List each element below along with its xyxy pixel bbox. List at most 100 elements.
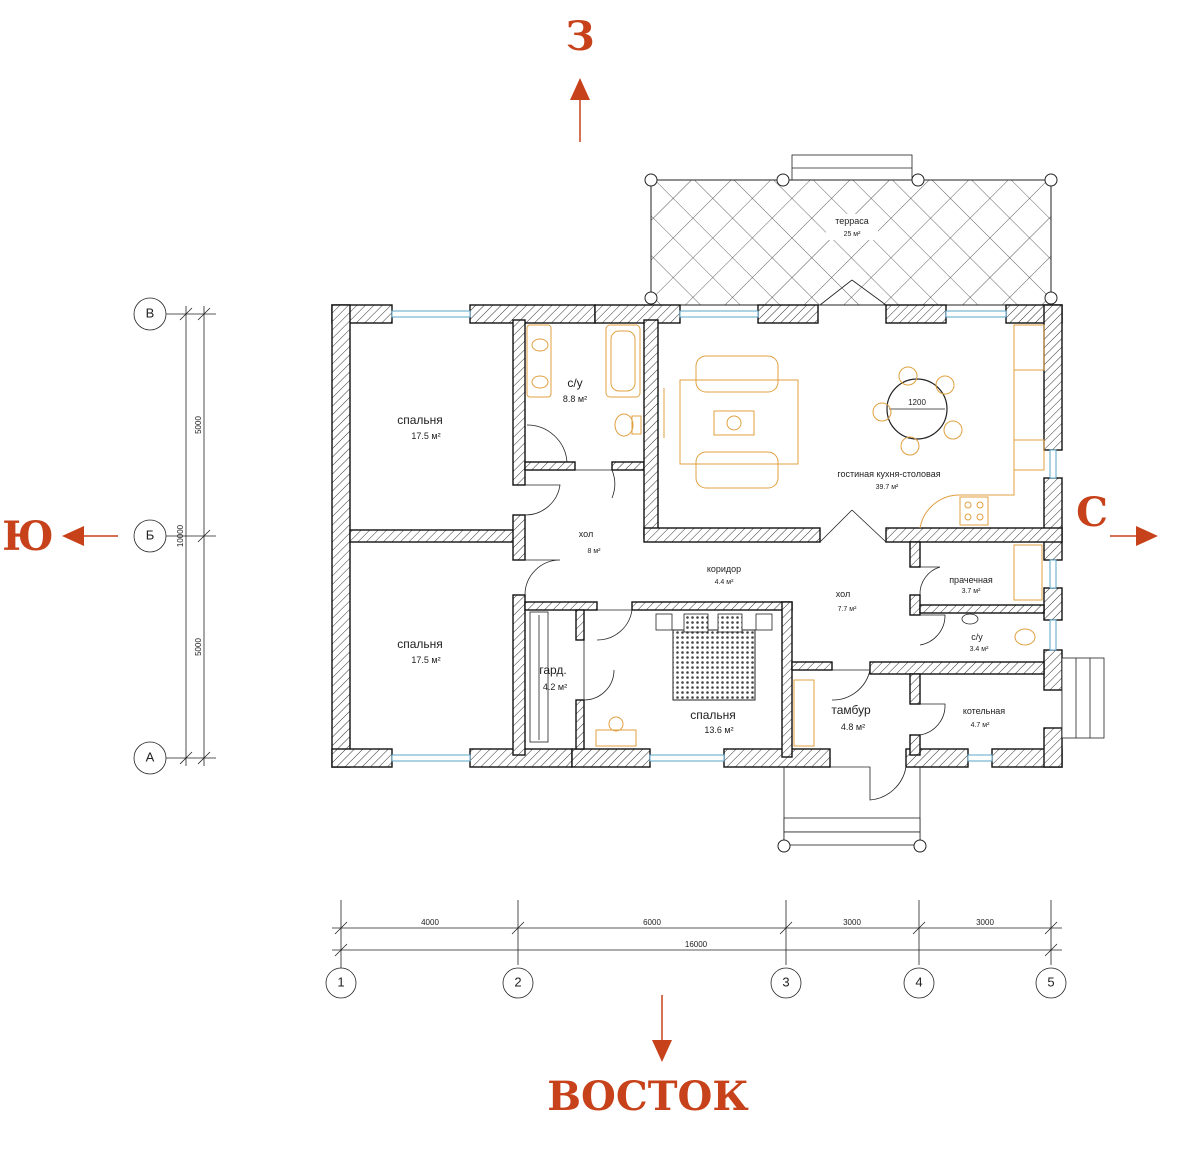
room-wardrobe-name: гард. — [539, 663, 567, 677]
bed-icon — [672, 629, 756, 701]
west-label: Ю — [2, 513, 53, 560]
east-arrow-icon — [1136, 526, 1158, 546]
room-bathroom-main-area: 8.8 м² — [563, 394, 587, 404]
terrace: терраса 25 м² — [644, 154, 1058, 306]
dim-v-lower: 5000 — [194, 638, 203, 656]
nightstand-icon — [655, 613, 673, 631]
room-vestibule-area: 4.8 м² — [841, 722, 865, 732]
window — [391, 310, 471, 318]
sofa-icon — [695, 451, 779, 489]
row-axes: В Б А — [133, 297, 167, 775]
fridge-icon — [1013, 324, 1045, 371]
sink-icon — [531, 338, 549, 352]
room-bedroom-master-area: 13.6 м² — [704, 725, 733, 735]
room-living-name: гостиная кухня-столовая — [837, 469, 940, 479]
chair-icon — [943, 420, 963, 440]
axis-label-B: Б — [146, 527, 155, 542]
toilet-icon — [1014, 628, 1036, 646]
east-label: С — [1076, 489, 1108, 536]
terrace-name: терраса — [835, 216, 869, 226]
dim-4-5: 3000 — [976, 918, 994, 927]
room-living-area: 39.7 м² — [876, 484, 899, 491]
door — [583, 640, 615, 701]
door — [919, 566, 941, 596]
sofa-icon — [695, 355, 779, 393]
window — [1049, 559, 1057, 589]
terrace-post — [1044, 173, 1058, 187]
axis-marker — [1035, 967, 1067, 999]
axis-label-A: А — [146, 749, 155, 764]
interior-walls — [349, 319, 1063, 758]
desk-icon — [595, 729, 637, 747]
room-hall-east-name: хол — [836, 589, 850, 599]
axis-marker — [133, 741, 167, 775]
room-hall-east-area: 7.7 м² — [838, 606, 857, 613]
room-laundry-name: прачечная — [949, 575, 993, 585]
direction-west: Ю — [2, 513, 118, 560]
direction-north: З — [566, 13, 594, 142]
room-corridor-area: 4.4 м² — [715, 579, 734, 586]
column-axes: 1 2 3 4 5 — [325, 965, 1067, 999]
dim-v-upper: 5000 — [194, 416, 203, 434]
closet-rail — [529, 611, 549, 743]
terrace-deck — [650, 179, 1052, 306]
terrace-post — [776, 173, 790, 187]
pillow-icon — [717, 613, 743, 633]
chair-icon — [872, 402, 892, 422]
terrace-area: 25 м² — [844, 231, 862, 238]
room-bathroom-main-name: с/у — [567, 376, 582, 390]
bathtub-icon — [605, 324, 641, 398]
room-bedroom-sw-name: спальня — [397, 637, 443, 651]
table-diameter: 1200 — [908, 398, 926, 407]
room-bedroom-nw-name: спальня — [397, 413, 443, 427]
side-steps — [1061, 657, 1105, 739]
dim-total-horizontal: 16000 — [685, 940, 708, 949]
room-labels: спальня 17.5 м² спальня 17.5 м² с/у 8.8 … — [397, 376, 1005, 735]
room-bathroom-small-area: 3.4 м² — [970, 646, 989, 653]
direction-east: С — [1076, 489, 1158, 546]
axis-marker — [133, 297, 167, 331]
sink-icon — [961, 613, 979, 625]
room-hall-west-area: 8 м² — [588, 548, 602, 555]
terrace-post — [1044, 291, 1058, 305]
room-bathroom-small-name: с/у — [971, 632, 983, 642]
rug — [679, 379, 799, 465]
south-label: ВОСТОК — [547, 1073, 748, 1120]
porch-post — [913, 839, 927, 853]
window — [967, 754, 993, 762]
room-boiler-name: котельная — [963, 706, 1005, 716]
axis-label-4: 4 — [915, 974, 922, 989]
doors — [524, 279, 1087, 801]
window — [679, 310, 759, 318]
dim-1-2: 4000 — [421, 918, 439, 927]
north-arrow-icon — [570, 78, 590, 100]
axis-marker — [770, 967, 802, 999]
window — [1049, 449, 1057, 479]
door — [524, 559, 561, 596]
chair-icon — [898, 366, 918, 386]
shower-icon — [526, 424, 568, 463]
pillow-icon — [683, 613, 709, 633]
entrance-porch — [777, 657, 1105, 853]
kitchen-sink-icon — [1013, 439, 1045, 471]
dim-v-total: 10000 — [176, 524, 185, 547]
room-bedroom-sw-area: 17.5 м² — [411, 655, 440, 665]
window — [1049, 619, 1057, 651]
vanity-counter — [526, 324, 552, 398]
terrace-post — [644, 291, 658, 305]
nightstand-icon — [755, 613, 773, 631]
window — [649, 754, 725, 762]
vertical-dimensions: 5000 5000 10000 — [166, 306, 216, 766]
shoe-rack-icon — [793, 679, 815, 747]
washing-machine-icon — [1013, 544, 1043, 601]
door — [919, 614, 946, 646]
double-door — [819, 509, 887, 543]
direction-south: ВОСТОК — [547, 995, 749, 1120]
axis-label-2: 2 — [514, 974, 521, 989]
room-bedroom-master-name: спальня — [690, 708, 736, 722]
axis-label-V: В — [146, 305, 155, 320]
horizontal-dimensions: 4000 6000 3000 3000 16000 — [332, 900, 1062, 965]
south-arrow-icon — [652, 1040, 672, 1062]
exterior-walls — [331, 304, 1063, 768]
